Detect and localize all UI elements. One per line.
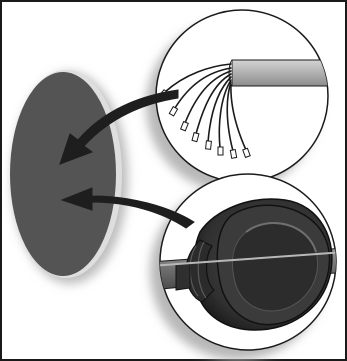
cable-entry-diagram [0, 0, 347, 361]
illustration-canvas [0, 0, 347, 361]
